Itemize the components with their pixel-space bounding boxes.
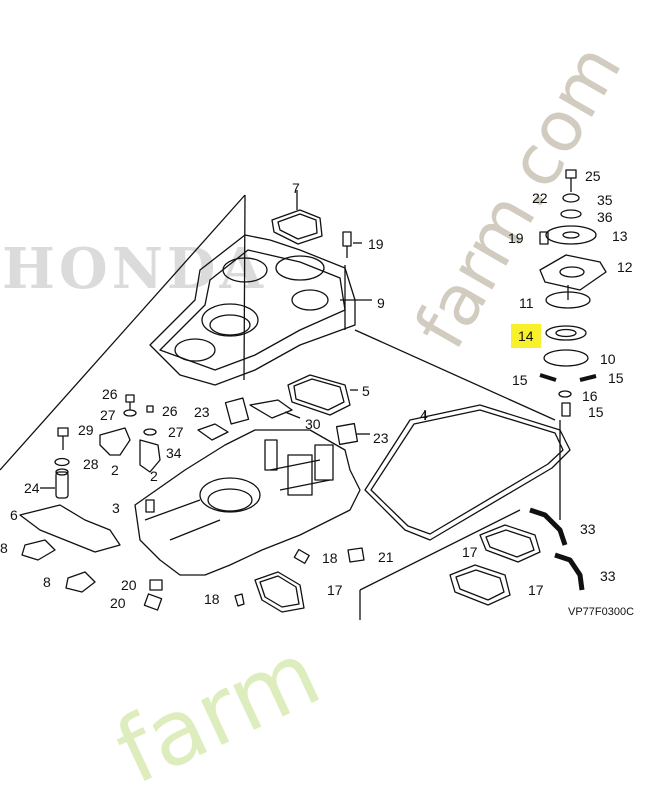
gasket-7-inner	[277, 213, 318, 240]
nut-20a	[149, 579, 163, 591]
gasket-8a	[21, 539, 56, 561]
part-label-29[interactable]: 29	[78, 422, 94, 438]
bolt-29	[57, 427, 69, 437]
part-label-26[interactable]: 26	[102, 386, 118, 402]
part-label-8[interactable]: 8	[43, 574, 51, 590]
gasket-8b	[65, 571, 96, 593]
nut-21	[347, 547, 365, 563]
part-label-15[interactable]: 15	[608, 370, 624, 386]
damper-13	[545, 225, 597, 245]
honda-watermark: HONDA	[2, 236, 267, 302]
part-label-8[interactable]: 8	[0, 540, 8, 556]
diagram-code: VP77F0300C	[568, 606, 635, 618]
part-label-18[interactable]: 18	[322, 550, 338, 566]
part-label-24[interactable]: 24	[24, 480, 40, 496]
part-label-23[interactable]: 23	[194, 404, 210, 420]
pad-23b	[335, 422, 359, 446]
gasket-5	[287, 374, 351, 416]
part-label-19[interactable]: 19	[508, 230, 524, 246]
part-label-26[interactable]: 26	[162, 403, 178, 419]
upper-cover-9	[149, 234, 356, 386]
pad-23a	[224, 397, 250, 425]
part-label-11[interactable]: 11	[519, 295, 534, 311]
part-label-27[interactable]: 27	[168, 424, 184, 440]
part-label-23[interactable]: 23	[373, 430, 389, 446]
part-label-19[interactable]: 19	[368, 236, 384, 252]
leader-line	[243, 194, 246, 381]
ring-14	[545, 325, 587, 341]
highlight-box	[511, 324, 541, 348]
bolt-26a	[125, 394, 135, 403]
bracket-2a	[99, 427, 131, 456]
part-label-9[interactable]: 9	[377, 295, 385, 311]
part-label-34[interactable]: 34	[166, 445, 182, 461]
hose-33a	[529, 507, 568, 546]
gasket-7	[271, 209, 323, 245]
part-label-30[interactable]: 30	[305, 416, 321, 432]
washer-35	[560, 209, 582, 219]
bolt-25	[565, 169, 577, 179]
gasket-17b	[449, 564, 511, 606]
bracket-6	[19, 504, 121, 553]
part-label-25[interactable]: 25	[585, 168, 601, 184]
part-label-17[interactable]: 17	[462, 544, 478, 560]
part-label-18[interactable]: 18	[204, 591, 220, 607]
part-label-12[interactable]: 12	[617, 259, 633, 275]
part-label-15[interactable]: 15	[512, 372, 528, 388]
part-label-3[interactable]: 3	[112, 500, 120, 516]
part-label-28[interactable]: 28	[83, 456, 99, 472]
part-label-15[interactable]: 15	[588, 404, 604, 420]
nut-20b	[143, 593, 163, 611]
washer-22	[562, 193, 580, 203]
gasket-17c	[254, 571, 305, 613]
washer-27a	[123, 409, 137, 417]
part-label-17[interactable]: 17	[327, 582, 343, 598]
pad-34	[197, 423, 229, 441]
part-label-14[interactable]: 14	[518, 328, 534, 344]
washer-27b	[143, 428, 157, 436]
part-label-7[interactable]: 7	[292, 180, 300, 196]
bolt-18a	[293, 548, 310, 564]
gasket-17a	[479, 524, 541, 563]
gasket-4	[364, 404, 571, 541]
bracket-2b	[139, 439, 161, 473]
part-label-36[interactable]: 36	[597, 209, 613, 225]
part-label-4[interactable]: 4	[420, 407, 428, 423]
hose-33b	[554, 552, 585, 591]
spring-15a	[539, 373, 557, 382]
part-label-2[interactable]: 2	[150, 468, 158, 484]
part-label-22[interactable]: 22	[532, 190, 548, 206]
lower-case	[134, 429, 361, 576]
bolt-26b	[146, 405, 154, 413]
part-label-13[interactable]: 13	[612, 228, 628, 244]
part-label-33[interactable]: 33	[600, 568, 616, 584]
spring-15c	[561, 402, 571, 417]
part-label-27[interactable]: 27	[100, 407, 116, 423]
part-label-17[interactable]: 17	[528, 582, 544, 598]
part-30	[249, 399, 293, 419]
part-label-20[interactable]: 20	[110, 595, 126, 611]
part-label-20[interactable]: 20	[121, 577, 137, 593]
spring-15b	[579, 374, 597, 382]
part-label-33[interactable]: 33	[580, 521, 596, 537]
plate-12	[539, 254, 607, 291]
bolt-18b	[234, 593, 245, 607]
washer-28	[54, 457, 70, 467]
washer-16	[558, 390, 572, 398]
part-label-16[interactable]: 16	[582, 388, 598, 404]
part-label-6[interactable]: 6	[10, 507, 18, 523]
bushing-24	[55, 471, 69, 499]
leader-line	[359, 509, 521, 591]
part-label-2[interactable]: 2	[111, 462, 119, 478]
bolt-19a	[539, 231, 549, 245]
leader-line	[0, 194, 246, 471]
part-label-10[interactable]: 10	[600, 351, 616, 367]
part-label-5[interactable]: 5	[362, 383, 370, 399]
ring-10	[543, 349, 589, 367]
part-label-21[interactable]: 21	[378, 549, 394, 565]
leader-line	[354, 329, 556, 421]
part-label-35[interactable]: 35	[597, 192, 613, 208]
